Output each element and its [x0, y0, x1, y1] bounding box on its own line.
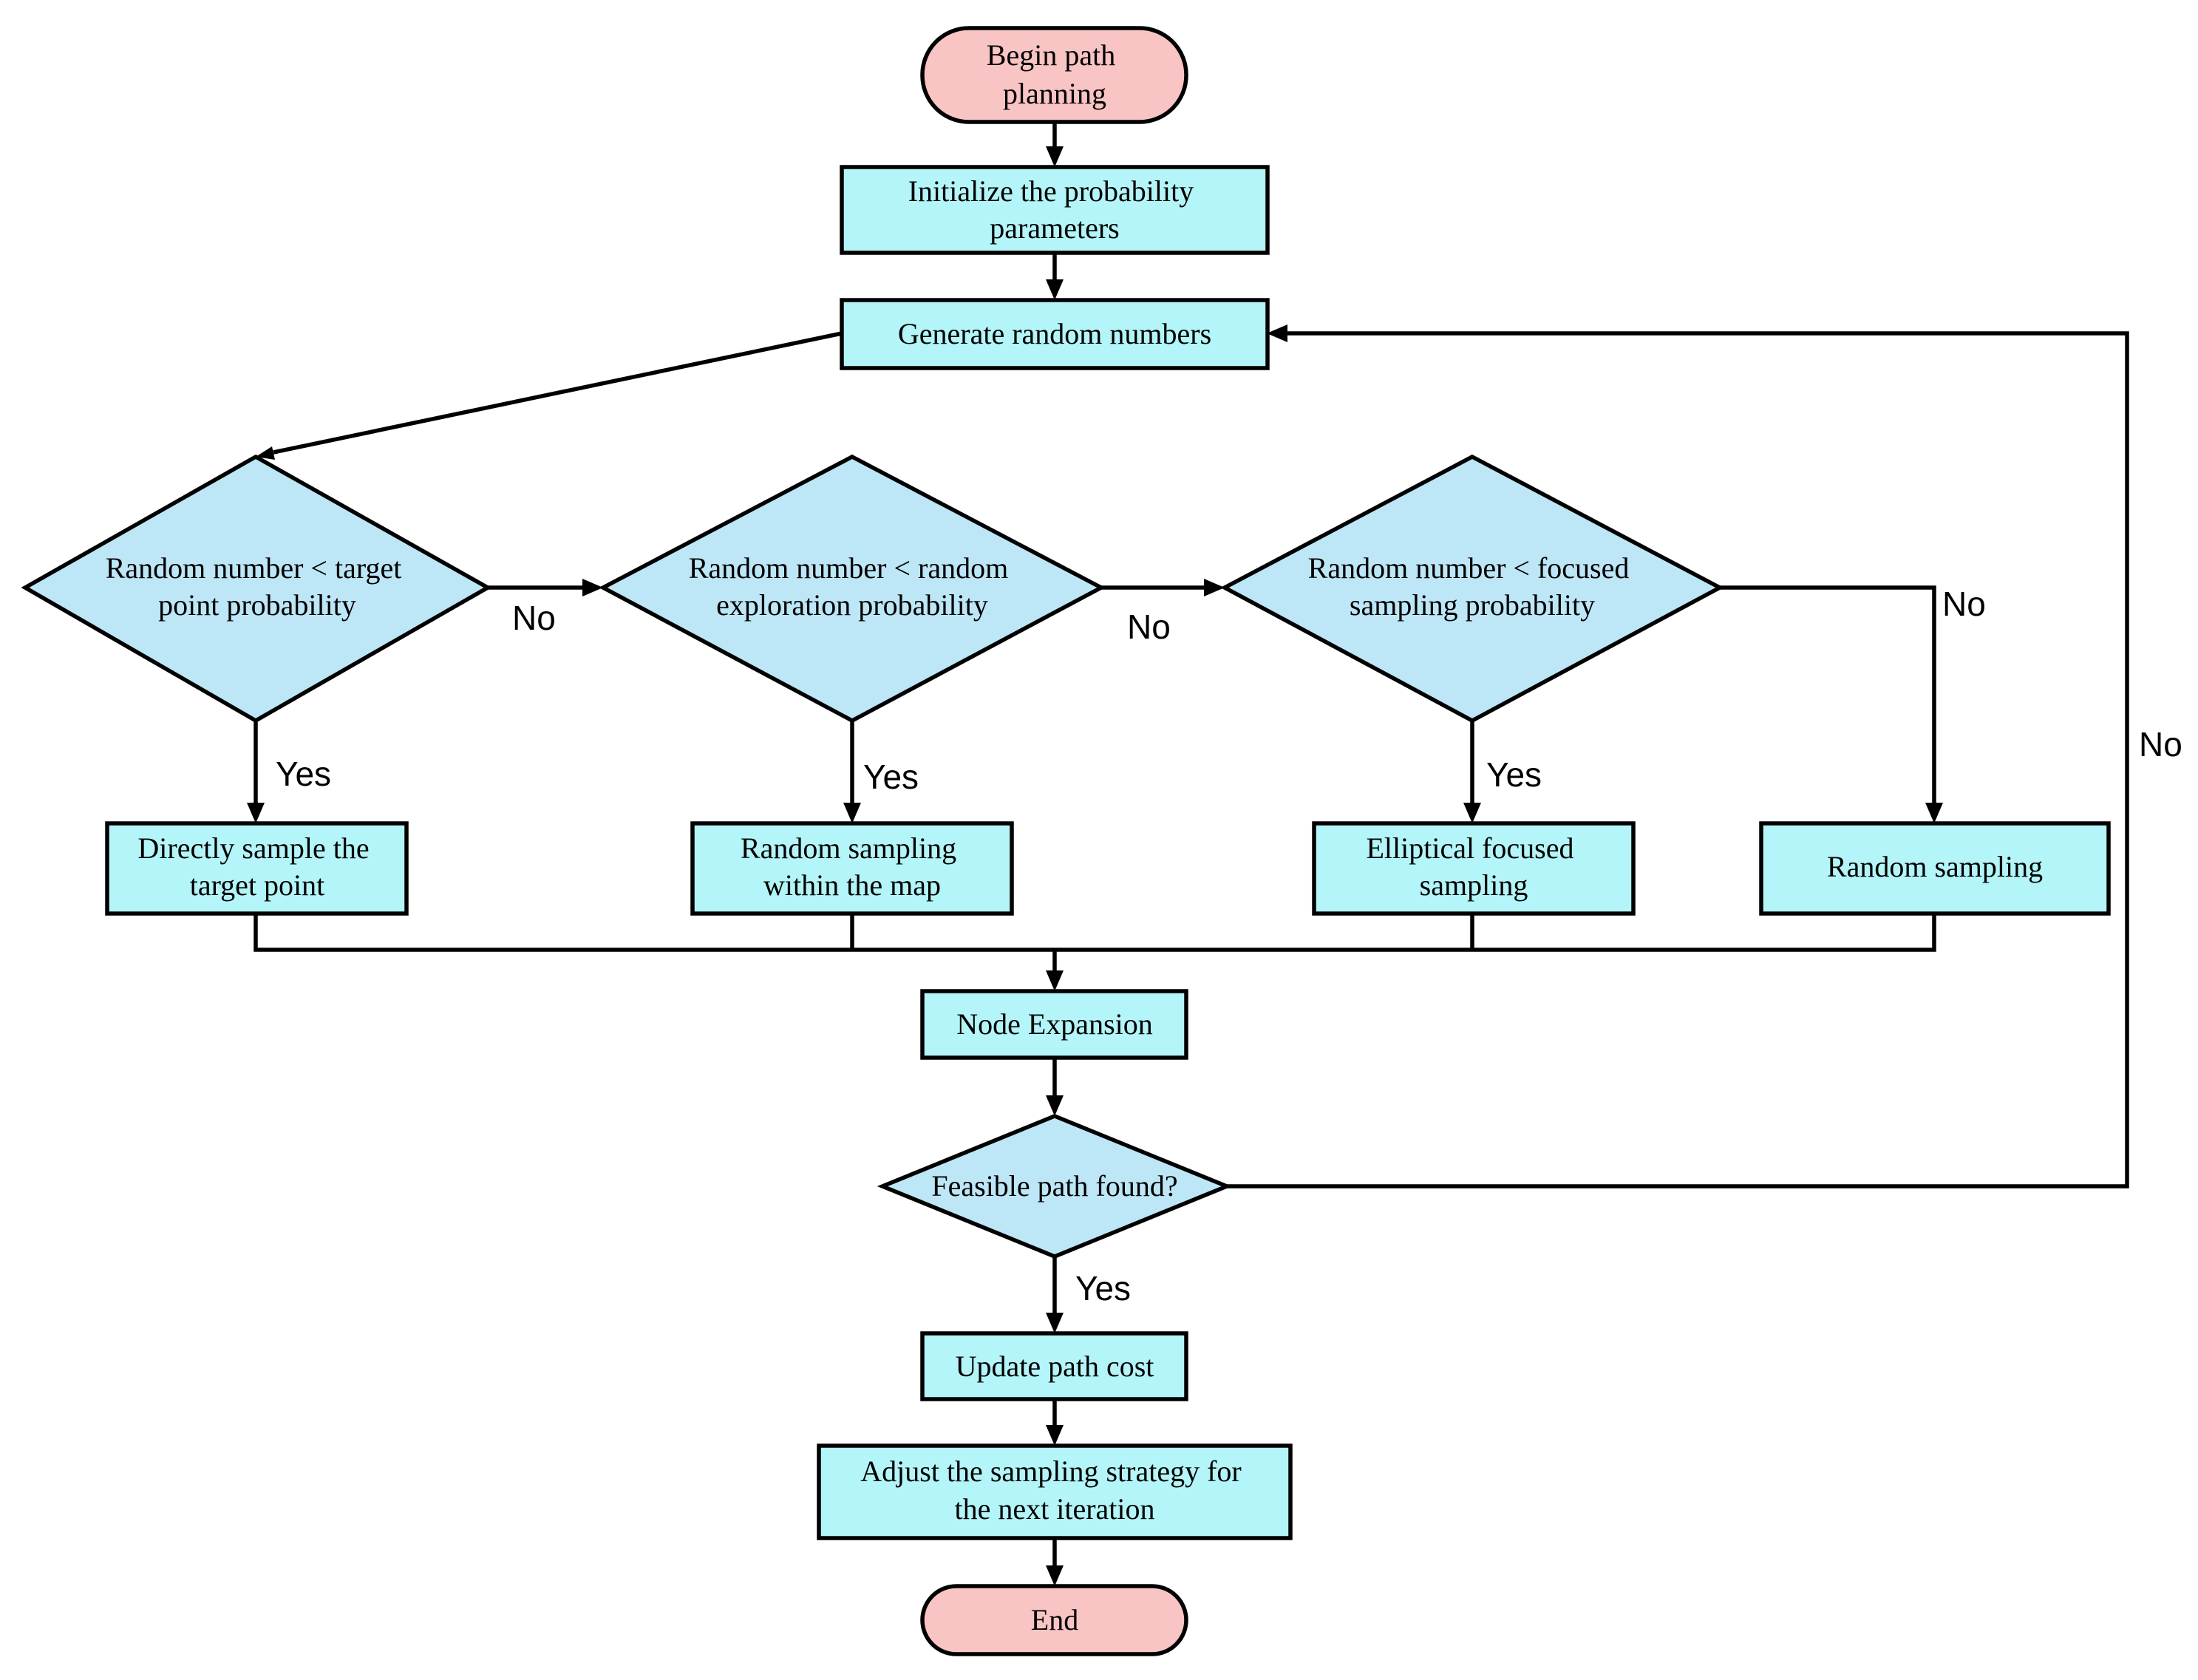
decision-explore: Random number < random exploration proba… [599, 454, 1106, 724]
arrowhead [1046, 279, 1064, 300]
process-shape [1759, 821, 2111, 916]
node-label: Feasible path found? [931, 1169, 1177, 1203]
node-label-line: planning [1003, 77, 1106, 110]
node-label: Random number < focused sampling probabi… [1308, 551, 1637, 622]
node-label: Initialize the probability parameters [908, 174, 1202, 245]
node-label-line: Begin path [987, 38, 1115, 72]
arrowhead [1046, 1313, 1064, 1333]
update-cost-box: Update path cost [920, 1331, 1188, 1401]
arrowhead [843, 803, 861, 823]
elliptical-box: Elliptical focused sampling [1312, 821, 1636, 916]
label-yes-focused: Yes [1486, 755, 1542, 794]
node-expansion-box: Node Expansion [920, 989, 1188, 1060]
node-label: Random sampling within the map [741, 832, 964, 902]
process-shape [920, 989, 1188, 1060]
node-label-line: parameters [990, 211, 1119, 245]
sample-target-box: Directly sample the target point [105, 821, 409, 916]
node-label-line: target point [190, 868, 325, 902]
arrowhead [582, 579, 603, 596]
node-label: Random number < random exploration proba… [689, 551, 1015, 622]
node-label: Random number < target point probability [106, 551, 409, 622]
decision-shape [599, 454, 1106, 724]
node-label-line: Generate random numbers [898, 317, 1211, 350]
adjust-box: Adjust the sampling strategy for the nex… [817, 1443, 1293, 1540]
node-label-line: Random number < focused [1308, 551, 1630, 585]
node-label-line: Update path cost [956, 1350, 1154, 1383]
node-label-line: Random number < random [689, 551, 1008, 585]
node-label-line: Random sampling [1827, 850, 2043, 883]
random-sampling-box: Random sampling [1759, 821, 2111, 916]
node-label-line: Feasible path found? [931, 1169, 1177, 1203]
node-label: Elliptical focused sampling [1366, 832, 1581, 902]
edge-generate-target [273, 331, 843, 455]
arrowhead [1925, 803, 1943, 823]
node-label-line: the next iteration [954, 1492, 1154, 1526]
connectors [247, 122, 2129, 1586]
random-map-box: Random sampling within the map [690, 821, 1014, 916]
label-yes-target: Yes [276, 755, 331, 793]
arrowhead [1046, 1425, 1064, 1446]
process-shape [840, 298, 1270, 370]
node-label: Generate random numbers [898, 317, 1211, 350]
label-no-feasible: No [2139, 725, 2182, 764]
decision-target: Random number < target point probability [21, 454, 492, 724]
end-terminal: End [920, 1584, 1188, 1656]
terminal-shape [920, 1584, 1188, 1656]
edge-merge [254, 914, 1936, 952]
terminal-shape [920, 26, 1188, 124]
process-shape [817, 1443, 1293, 1540]
node-label-line: Elliptical focused [1366, 832, 1573, 865]
node-label: Node Expansion [956, 1007, 1153, 1041]
arrowhead [1267, 324, 1287, 342]
process-shape [105, 821, 409, 916]
label-no-explore: No [1127, 608, 1171, 646]
node-label-line: exploration probability [716, 588, 988, 622]
arrowhead [247, 803, 265, 823]
process-shape [690, 821, 1014, 916]
node-label: Update path cost [956, 1350, 1154, 1383]
decision-shape [877, 1114, 1233, 1259]
decision-shape [21, 454, 492, 724]
node-label: Directly sample the target point [137, 832, 376, 902]
label-yes-explore: Yes [863, 758, 919, 796]
node-label-line: Random sampling [741, 832, 956, 865]
init-box: Initialize the probability parameters [840, 165, 1270, 255]
decision-focused: Random number < focused sampling probabi… [1220, 454, 1724, 724]
arrowhead [1463, 803, 1481, 823]
arrowhead [1204, 579, 1225, 596]
process-shape [920, 1331, 1188, 1401]
process-shape [1312, 821, 1636, 916]
arrowhead [1046, 1565, 1064, 1586]
node-label-line: Adjust the sampling strategy for [860, 1455, 1241, 1488]
arrowhead [1046, 146, 1064, 167]
node-label-line: Initialize the probability [908, 174, 1194, 208]
node-label-line: Random number < target [106, 551, 402, 585]
arrowhead [1046, 1095, 1064, 1116]
node-label-line: End [1031, 1603, 1078, 1636]
generate-box: Generate random numbers [840, 298, 1270, 370]
label-no-target: No [512, 599, 556, 637]
edge-focused-random [1720, 585, 1936, 804]
decision-feasible: Feasible path found? [877, 1114, 1233, 1259]
label-yes-feasible: Yes [1075, 1269, 1131, 1307]
node-label-line: within the map [763, 868, 941, 902]
decision-shape [1220, 454, 1724, 724]
node-label-line: sampling [1420, 868, 1528, 902]
node-label-line: Node Expansion [956, 1007, 1153, 1041]
node-label-line: point probability [158, 588, 356, 622]
arrowhead [1046, 970, 1064, 991]
node-label-line: sampling probability [1350, 588, 1595, 622]
node-label: Begin path planning [987, 38, 1123, 110]
edge-feasible-loop [1227, 331, 2129, 1188]
label-no-focused: No [1942, 585, 1986, 623]
process-shape [840, 165, 1270, 255]
node-label-line: Directly sample the [137, 832, 369, 865]
begin-terminal: Begin path planning [920, 26, 1188, 124]
edge-labels: No No No No Yes Yes Yes Yes [276, 585, 2182, 1307]
node-label: Random sampling [1827, 850, 2043, 883]
node-label: Adjust the sampling strategy for the nex… [860, 1455, 1248, 1526]
arrowhead [256, 446, 275, 460]
node-label: End [1031, 1603, 1078, 1636]
